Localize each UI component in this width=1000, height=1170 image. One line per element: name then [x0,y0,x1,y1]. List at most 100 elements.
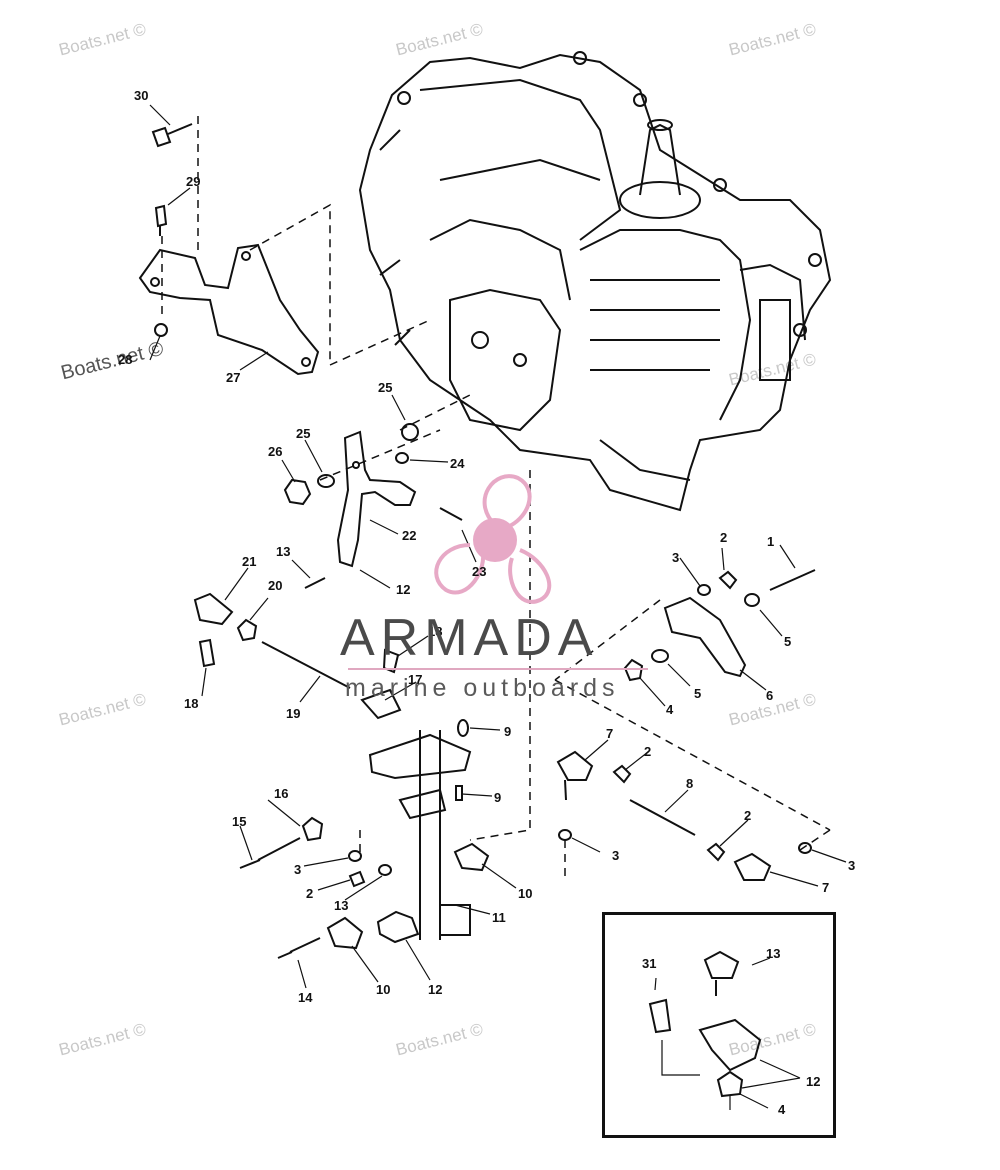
callout-28: 28 [118,352,133,367]
washer-25 [317,474,335,488]
callout-25: 25 [378,380,393,395]
nut-2 [348,870,366,888]
callout-12: 12 [806,1074,821,1089]
nut-16 [301,816,324,842]
callout-17: 17 [408,672,423,687]
callout-12: 12 [396,582,411,597]
callout-2: 2 [744,808,752,823]
callout-11: 11 [492,910,506,925]
inset-parts [648,950,801,1110]
callout-7: 7 [822,880,830,895]
powerhead-block [358,51,832,512]
brand-tagline: marine outboards [345,674,620,702]
lever-22 [336,430,417,568]
washer-25-upper [401,423,419,441]
bolt-15 [239,837,301,869]
callout-1: 1 [767,534,775,549]
callout-2: 2 [306,886,314,901]
rod-end-7 [556,750,594,781]
stud-18-upper [382,648,400,674]
plate-6 [663,596,747,678]
clamp-10-right [453,842,490,872]
washer-3-mid [558,829,572,841]
fitting-29 [154,204,168,236]
callout-26: 26 [268,444,283,459]
washer-3-upper [697,584,711,596]
callout-24: 24 [450,456,465,471]
callout-13: 13 [766,946,781,961]
detail-inset-box [602,912,836,1138]
screw-23 [439,507,463,521]
callout-16: 16 [274,786,289,801]
callout-20: 20 [268,578,283,593]
callout-3: 3 [848,858,856,873]
callout-30: 30 [134,88,149,103]
stud-18 [198,638,216,668]
rod-end-7-stud [564,779,567,801]
nut-20 [236,618,258,642]
rod-end-7-lower [733,852,772,881]
callout-10: 10 [376,982,391,997]
rod-19 [261,641,351,689]
callout-9: 9 [504,724,512,739]
assembly-guide-lines [161,116,831,880]
callout-4: 4 [666,702,674,717]
callout-10: 10 [518,886,533,901]
bolt-30 [151,123,193,148]
callout-22: 22 [402,528,417,543]
callout-13: 13 [276,544,291,559]
callout-7: 7 [606,726,614,741]
screw-13 [304,577,326,589]
rod-end-21 [193,592,234,626]
callout-5: 5 [694,686,702,701]
callout-18: 18 [428,624,443,639]
callout-6: 6 [766,688,774,703]
armada-propeller-logo [434,474,552,604]
callout-3: 3 [672,550,680,565]
clamp-10 [326,916,364,950]
rod-8 [629,799,696,836]
callout-15: 15 [232,814,247,829]
callout-21: 21 [242,554,257,569]
block-12 [376,910,420,944]
washer-5-lower [651,649,669,663]
callout-5: 5 [784,634,792,649]
callout-18: 18 [184,696,199,711]
callout-4: 4 [778,1102,786,1117]
callout-2: 2 [644,744,652,759]
control-shaft-11 [368,730,472,940]
callout-2: 2 [720,530,728,545]
bracket-27 [138,243,320,376]
brand-rule [348,668,648,670]
nut-28 [154,323,168,337]
callout-12: 12 [428,982,443,997]
nut-26 [283,478,312,506]
pin-9 [457,719,469,737]
washer-3 [348,850,362,862]
stud-1 [769,569,816,591]
bolt-14 [277,937,321,959]
callout-3: 3 [294,862,302,877]
callout-23: 23 [472,564,487,579]
callout-8: 8 [686,776,694,791]
brand-name: ARMADA [340,609,599,667]
link-17 [360,688,402,720]
callout-9: 9 [494,790,502,805]
pin-9-lower [455,785,463,801]
callout-25: 25 [296,426,311,441]
washer-24 [395,452,409,464]
nut-2-lower [706,842,726,862]
callout-13: 13 [334,898,349,913]
callout-31: 31 [642,956,657,971]
washer-3-right [798,842,812,854]
callout-19: 19 [286,706,301,721]
nut-2-mid [612,764,632,784]
washer-5 [744,593,760,607]
screw-13-lower [378,864,392,876]
callout-29: 29 [186,174,201,189]
nut-4 [623,658,644,682]
nut-2-upper [718,570,738,590]
callout-3: 3 [612,848,620,863]
